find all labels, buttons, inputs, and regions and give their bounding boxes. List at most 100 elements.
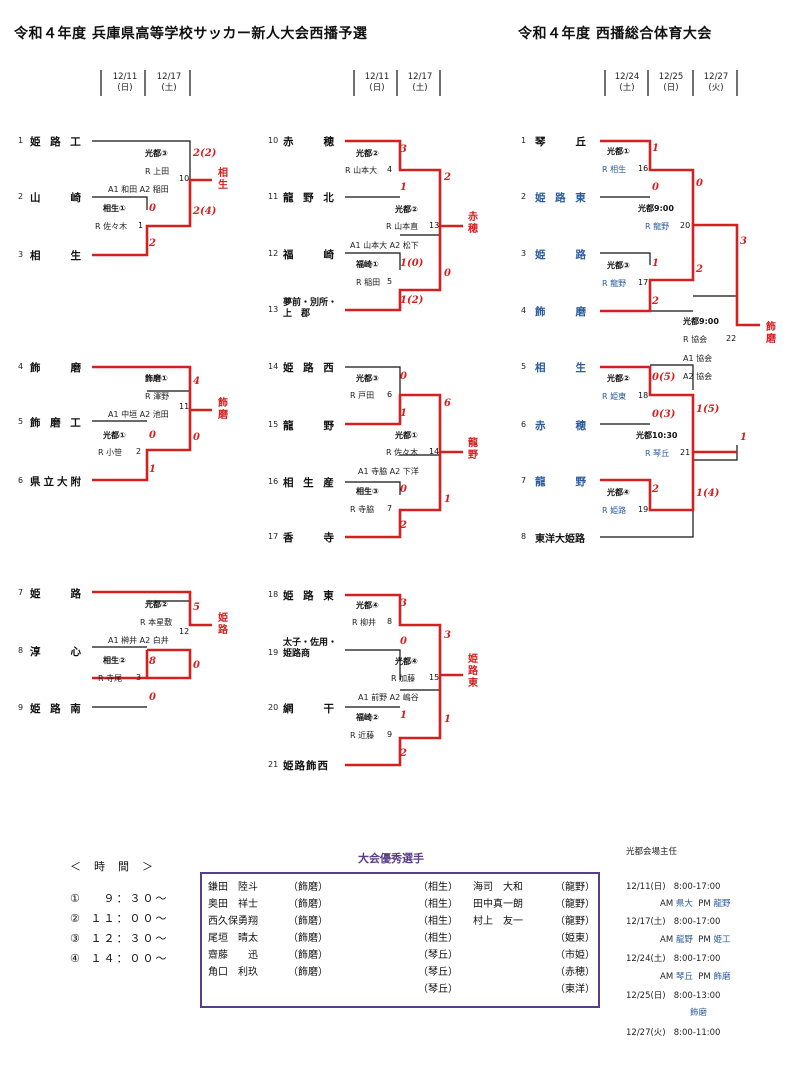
game-number: 18	[638, 391, 649, 400]
venue-label: 福崎②	[356, 713, 379, 722]
player-school: （相生）	[418, 899, 458, 910]
score: 2	[696, 264, 703, 275]
team-number: 5	[521, 362, 527, 371]
player-school: （飾磨）	[288, 933, 328, 944]
player-name: 田中真一朗	[473, 899, 523, 910]
team-number: 19	[268, 648, 279, 657]
assistants: A1 寺脇 A2 下洋	[358, 467, 419, 476]
bracket-winner: 姫路	[218, 613, 228, 636]
venue-label: 光都9:00	[638, 204, 674, 213]
score: 0(3)	[652, 409, 676, 420]
score: 0	[149, 430, 156, 441]
team-number: 17	[268, 532, 279, 541]
score: 1	[149, 464, 156, 475]
referee: R 山本直	[386, 222, 419, 231]
score: 4	[193, 376, 200, 387]
score: 0	[444, 268, 451, 279]
referee: R 協会	[683, 335, 708, 344]
player-school: （姫東）	[555, 933, 595, 944]
honor-title: 大会優秀選手	[358, 852, 424, 865]
venue-label: 光都④	[395, 657, 418, 666]
player-name: 西久保勇翔	[208, 916, 258, 927]
referee: R 戸田	[350, 391, 375, 400]
schedule-date: 12/25(日) 8:00-13:00	[626, 991, 721, 1001]
score: 2	[400, 748, 407, 759]
game-number: 21	[680, 448, 691, 457]
player-school: （琴丘）	[418, 967, 458, 978]
game-number: 8	[387, 617, 393, 626]
player-school: （琴丘）	[418, 984, 458, 995]
score: 5	[193, 602, 200, 613]
team-name: 県立大附	[30, 476, 84, 488]
game-number: 4	[387, 165, 393, 174]
schedule-duty: AM 琴丘 PM 飾磨	[660, 972, 731, 982]
team-name: 相 生	[535, 362, 589, 374]
score: 2	[652, 296, 659, 307]
times-header: ＜ 時 間 ＞	[70, 860, 154, 873]
team-name: 東洋大姫路	[535, 534, 585, 545]
player-name	[208, 980, 288, 995]
game-number: 5	[387, 277, 393, 286]
team-name: 香 寺	[283, 532, 337, 544]
bracket-winner: 相生	[218, 168, 228, 191]
player-name	[473, 946, 555, 961]
score: 3	[400, 598, 407, 609]
team-number: 21	[268, 760, 279, 769]
venue-label: 飾磨①	[145, 374, 168, 383]
player-school: （赤穂）	[555, 967, 595, 978]
team-number: 3	[18, 250, 24, 259]
score: 2	[400, 520, 407, 531]
team-name: 姫 路 東	[283, 590, 337, 602]
team-name: 姫 路 東	[535, 192, 589, 204]
referee: R 澤野	[145, 392, 170, 401]
schedule-date: 12/17(土) 8:00-17:00	[626, 917, 721, 927]
score: 0	[652, 182, 659, 193]
tournament-champion: 飾磨	[766, 322, 776, 345]
game-number: 15	[429, 673, 440, 682]
game-number: 16	[638, 164, 649, 173]
team-name: 相 生	[30, 250, 84, 262]
score: 1	[400, 710, 407, 721]
venue-label: 相生③	[356, 487, 379, 496]
team-number: 16	[268, 477, 279, 486]
game-number: 10	[179, 174, 190, 183]
score: 1	[444, 714, 451, 725]
venue-label: 相生①	[103, 204, 126, 213]
date-header-1217: 12/17(土)	[156, 72, 182, 93]
player-name	[473, 980, 555, 995]
game-number: 17	[638, 278, 649, 287]
venue-label: 光都②	[607, 374, 630, 383]
time-row: ① ９：３０～	[70, 892, 169, 905]
date-header-1227: 12/27(火)	[703, 72, 729, 93]
referee: R 寺脇	[350, 505, 375, 514]
team-name: 夢前・別所・上 郡	[283, 298, 338, 319]
score: 1	[652, 143, 659, 154]
bracket-winner: 姫路東	[468, 654, 478, 689]
team-number: 20	[268, 703, 279, 712]
player-school: （龍野）	[555, 899, 595, 910]
venue-label: 光都①	[607, 147, 630, 156]
team-name: 相 生 産	[283, 477, 337, 489]
score: 2(4)	[193, 206, 217, 217]
referee: R 小笹	[98, 448, 123, 457]
date-header-1211: 12/11(日)	[112, 72, 138, 93]
player-school: （琴丘）	[418, 950, 458, 961]
score: 0	[149, 203, 156, 214]
referee: R 山本大	[345, 166, 378, 175]
assistants: A1 山本大 A2 松下	[350, 241, 419, 250]
score: 2	[444, 172, 451, 183]
team-name: 姫 路 南	[30, 703, 84, 715]
time-row: ③ １２：３０～	[70, 932, 169, 945]
venue-label: 光都②	[395, 205, 418, 214]
assistants: A1 中垣 A2 池田	[108, 410, 169, 419]
schedule-title: 光都会場主任	[626, 847, 678, 857]
score: 2	[149, 238, 156, 249]
player-school: （龍野）	[555, 882, 595, 893]
team-number: 2	[18, 192, 24, 201]
team-number: 14	[268, 362, 279, 371]
score: 8	[149, 656, 156, 667]
score: 2	[652, 484, 659, 495]
honor-list: 鎌田 陸斗（飾磨）（相生）海司 大和（龍野） 奥田 祥士（飾磨）（相生）田中真一…	[208, 878, 595, 995]
score: 1	[444, 494, 451, 505]
team-name: 太子・佐用・姫路商	[283, 638, 338, 659]
